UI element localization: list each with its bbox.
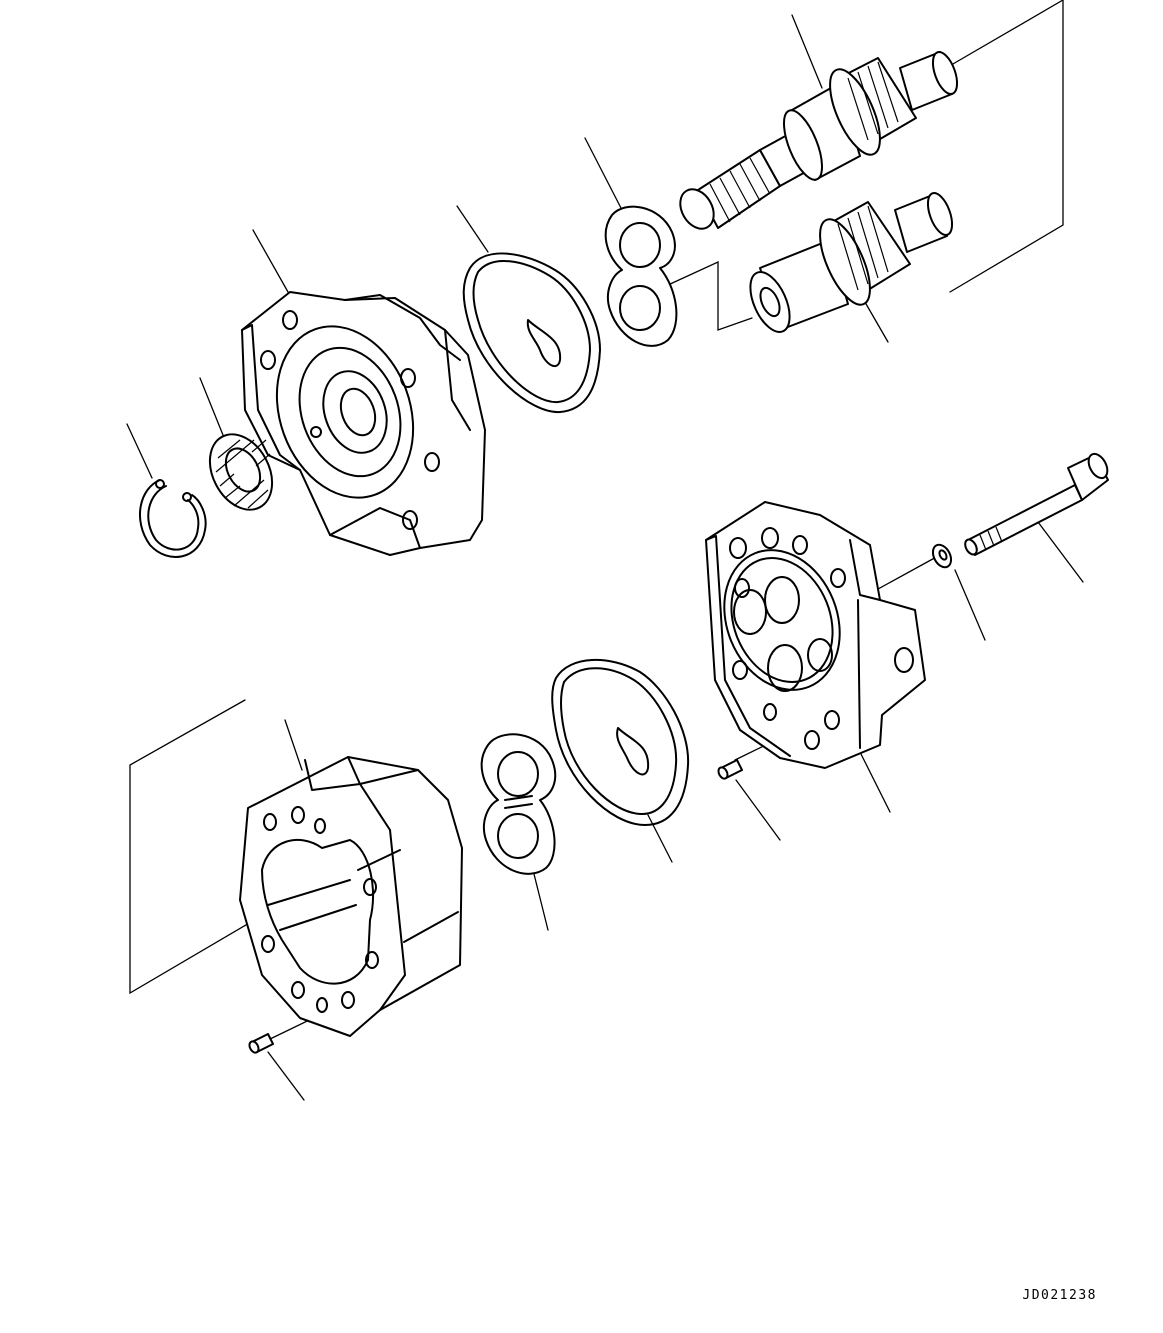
driven-gear-shaft-icon [749, 192, 954, 333]
rear-cover-icon [705, 501, 926, 769]
dowel-pin-icon [717, 759, 743, 780]
dowel-pin-icon [248, 1033, 274, 1054]
seal-ring-icon [462, 252, 601, 414]
washer-icon [931, 543, 953, 569]
leader-lines [126, 14, 1084, 1101]
drawing-code-label: JD021238 [1022, 1288, 1097, 1303]
bushing-plate-icon [480, 733, 557, 875]
bushing-plate-icon [604, 205, 678, 347]
snap-ring-icon [138, 479, 207, 558]
gear-case-icon [239, 756, 463, 1037]
front-cover-icon [241, 291, 486, 556]
drive-gear-shaft-icon [679, 51, 959, 230]
seal-ring-icon [551, 658, 690, 826]
oil-seal-icon [208, 433, 274, 511]
bolt-icon [964, 452, 1109, 556]
